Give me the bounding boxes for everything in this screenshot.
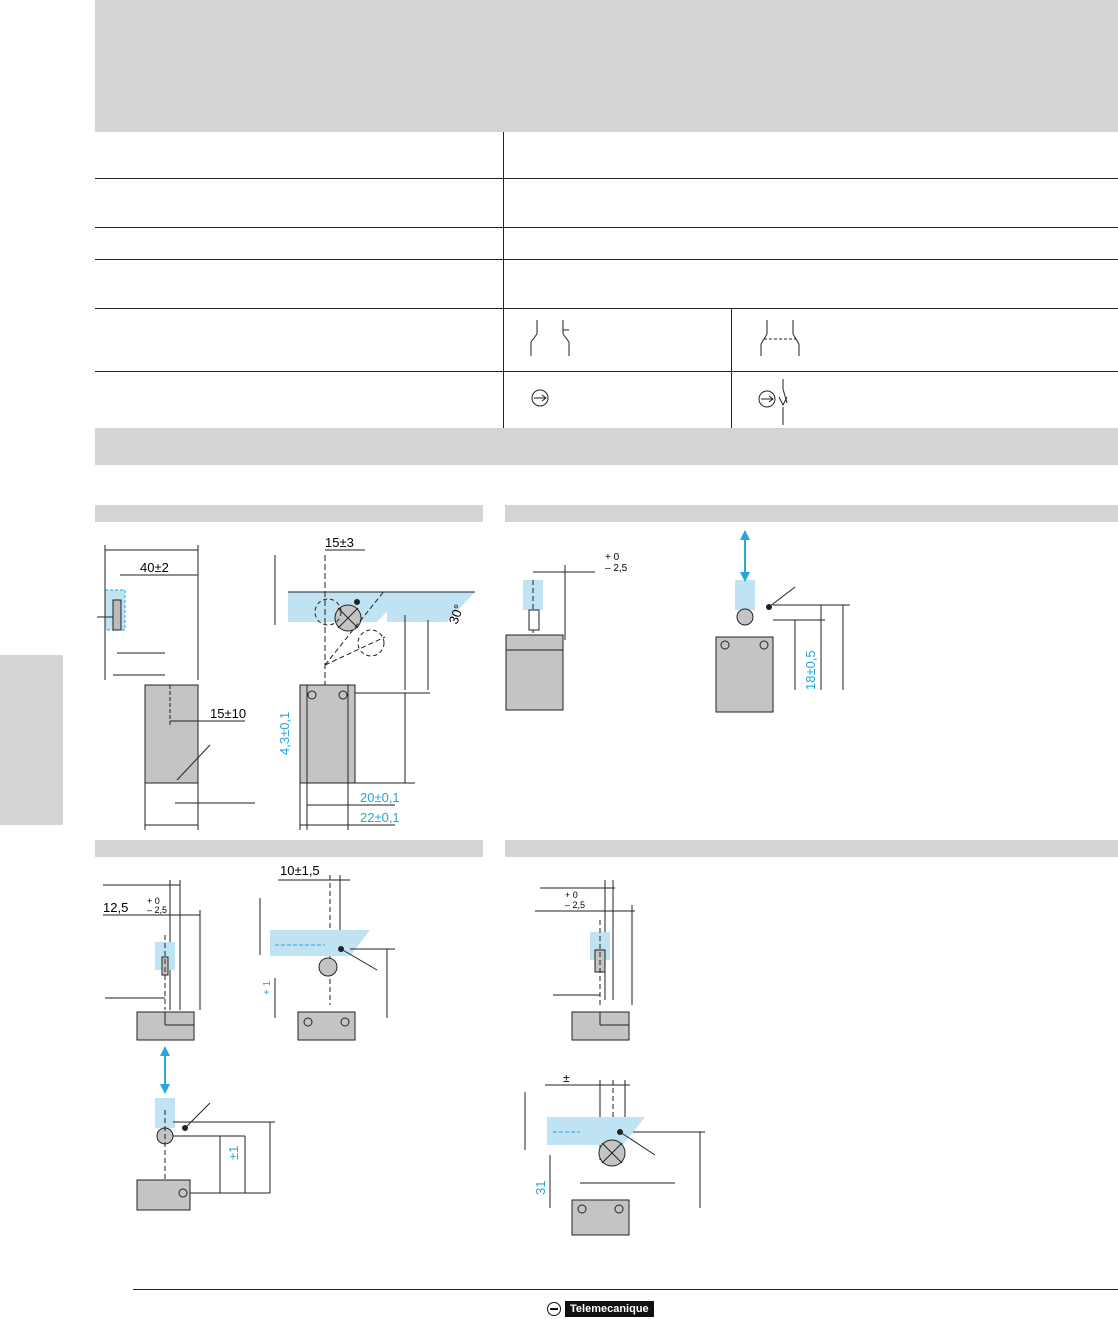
sub-band <box>505 840 1118 857</box>
page-header-band <box>95 0 1118 132</box>
dim-label: 10±1,5 <box>280 863 320 878</box>
table-row <box>95 259 1118 309</box>
table-row <box>95 308 1118 372</box>
dim-label: ± <box>563 1071 570 1085</box>
positive-operation-contact-icon <box>758 379 788 425</box>
section-band <box>95 428 1118 465</box>
table-divider <box>731 308 732 428</box>
mounting-drawing-b: + 0 – 2,5 18±0,5 <box>505 530 850 713</box>
sub-band <box>505 505 1118 522</box>
table-row <box>95 178 1118 228</box>
dim-label: + 0 <box>565 890 578 900</box>
dim-label: 20±0,1 <box>360 790 400 805</box>
brand-name: Telemecanique <box>565 1301 654 1317</box>
brand-logo: Telemecanique <box>547 1300 654 1318</box>
dim-label: + 0 <box>147 896 160 906</box>
table-row <box>95 227 1118 260</box>
dim-label: 18±0,5 <box>803 650 818 690</box>
positive-operation-icon <box>531 389 549 407</box>
table-row <box>95 132 1118 179</box>
dim-label: 15±3 <box>325 535 354 550</box>
nc-contact-symbol <box>530 320 570 356</box>
dim-label: 31 <box>533 1181 548 1195</box>
dim-label: 22±0,1 <box>360 810 400 825</box>
dim-label: – 2,5 <box>565 900 585 910</box>
dim-label: 15±10 <box>210 706 246 721</box>
dim-label: 40±2 <box>140 560 169 575</box>
dim-label: 12,5 <box>103 900 128 915</box>
sub-band <box>95 505 483 522</box>
dim-label: 30° <box>446 602 467 626</box>
mounting-drawing-a: 40±2 15±10 15±3 30° 4,3±0,1 20±0,1 22±0,… <box>97 535 475 830</box>
dim-label: ±1 <box>226 1146 241 1160</box>
dim-label: – 2,5 <box>605 563 628 574</box>
dim-label: + 0 <box>605 552 620 563</box>
side-tab <box>0 655 63 825</box>
sub-band <box>95 840 483 857</box>
mounting-drawing-d: + 0 – 2,5 ± 31 <box>524 880 705 1236</box>
dim-label: – 2,5 <box>147 905 167 915</box>
no-nc-contact-symbol <box>760 320 800 356</box>
footer-rule <box>133 1289 1118 1290</box>
dim-label: + 1 <box>262 980 273 995</box>
table-divider <box>503 132 504 428</box>
brand-mark-icon <box>547 1302 561 1316</box>
dim-label: 4,3±0,1 <box>277 712 292 755</box>
mounting-drawing-c: 12,5 + 0 – 2,5 ±1 10±1,5 + 1 <box>103 863 395 1211</box>
